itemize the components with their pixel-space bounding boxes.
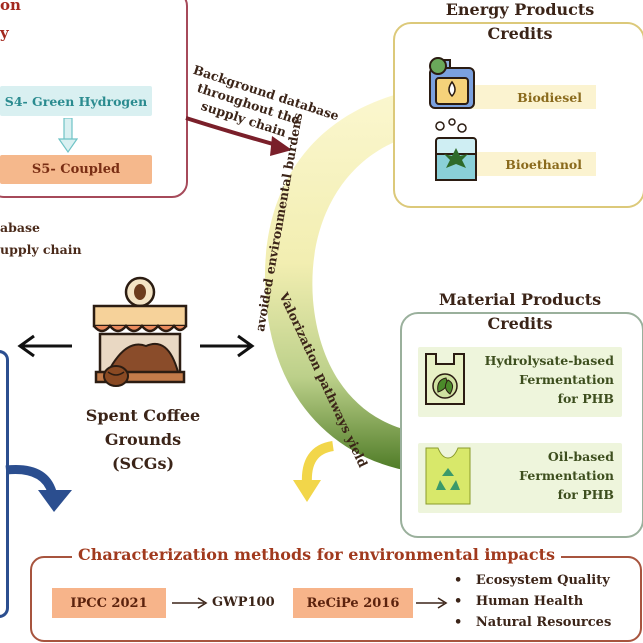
s4-to-s5-arrow [58,118,78,154]
energy-item-biodiesel: Biodiesel [470,85,596,109]
method-ipcc-box: IPCC 2021 [52,588,166,618]
scenario-s4-box: S4- Green Hydrogen [0,86,152,116]
area-ecosystem-quality: • Ecosystem Quality [454,573,610,588]
scenario-s5-box: S5- Coupled [0,155,152,184]
side-note-line1: abase [0,220,40,235]
energy-panel [393,22,643,208]
blue-curved-arrow [5,464,72,512]
right-arrow [200,334,255,358]
background-arrow [185,116,292,156]
energy-title-line2: Credits [487,24,553,43]
hydrolysate-line1: Hydrolysate-based [484,353,614,368]
areas-of-protection-list: • Ecosystem Quality • Human Health • Nat… [454,570,611,633]
scenario-title-line2: y [0,24,9,42]
hydrolysate-line3: for PHB [557,391,614,406]
oil-line2: Fermentation [519,468,614,483]
yellow-down-arrow [293,441,335,502]
side-note-line2: upply chain [0,242,82,257]
oil-line1: Oil-based [547,449,614,464]
characterization-title: Characterization methods for environment… [72,545,562,564]
recipe-arrow [416,597,448,609]
ipcc-arrow [172,597,208,609]
area-natural-resources: • Natural Resources [454,615,612,630]
material-title-line1: Material Products [420,288,620,312]
oil-line3: for PHB [557,487,614,502]
bioethanol-beaker-icon [435,118,477,181]
method-recipe-box: ReCiPe 2016 [293,588,413,618]
material-title-line2: Credits [487,314,553,333]
coffee-shop-icon [92,276,188,387]
area-human-health: • Human Health [454,594,584,609]
left-arrow [17,334,72,358]
scg-label-line1: Spent Coffee [85,406,201,425]
phb-bag-leaf-icon [425,353,465,405]
phb-bag-recycle-icon [425,447,471,505]
energy-item-bioethanol: Bioethanol [470,152,596,176]
energy-title-line1: Energy Products [420,0,620,22]
result-gwp100: GWP100 [212,595,275,610]
scenario-title-line1: on [0,0,21,14]
scg-label-line2: Grounds (SCGs) [104,430,182,473]
hydrolysate-line2: Fermentation [519,372,614,387]
biodiesel-jerrycan-icon [429,57,475,109]
